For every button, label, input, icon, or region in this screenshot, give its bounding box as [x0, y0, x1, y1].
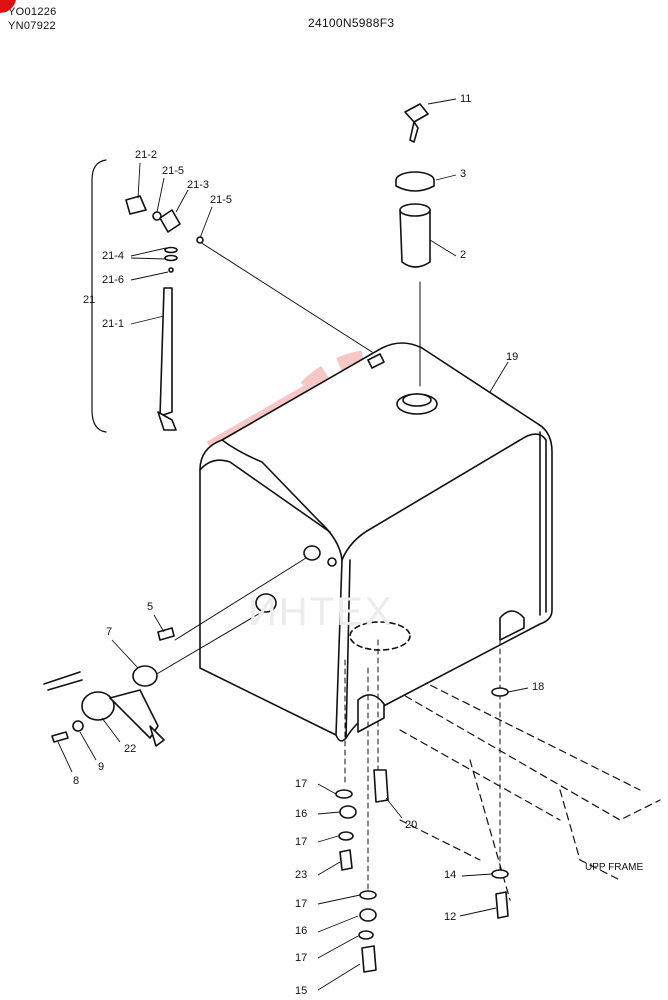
callout-2: 2: [460, 249, 467, 261]
side-port-upper: [303, 545, 321, 561]
callout-12: 12: [444, 911, 457, 923]
assembly-lines: [154, 241, 501, 891]
callout-23: 23: [295, 869, 308, 881]
model-code-2: YN07922: [8, 20, 56, 32]
top-bracket: [367, 353, 385, 369]
callout-21-1: 21-1: [102, 318, 125, 330]
plug: [157, 627, 175, 641]
callout-14: 14: [444, 869, 457, 881]
callout-9: 9: [98, 761, 105, 773]
tank-edges: [199, 431, 547, 739]
strainer: [399, 203, 431, 268]
callout-17-c: 17: [295, 898, 308, 910]
mounting-foot-front: [357, 694, 385, 733]
callout-17-b: 17: [295, 836, 308, 848]
callout-leaders: [57, 98, 529, 991]
callout-3: 3: [460, 168, 467, 180]
callout-21-3: 21-3: [187, 179, 210, 191]
filler-neck: [396, 393, 438, 415]
sender-unit: [43, 671, 165, 747]
callout-11: 11: [460, 93, 472, 105]
callout-21-4: 21-4: [102, 250, 125, 262]
drain-hardware: [335, 687, 509, 973]
callout-15: 15: [295, 985, 308, 997]
callout-21: 21: [83, 294, 96, 306]
drawing-number: 24100N5988F3: [308, 16, 395, 30]
bolt-8: [51, 731, 69, 743]
fuel-tank: [199, 342, 553, 742]
callout-7: 7: [106, 626, 113, 638]
callout-21-2: 21-2: [135, 149, 158, 161]
filler-cap: [395, 171, 435, 192]
callout-22: 22: [124, 743, 137, 755]
callout-8: 8: [73, 775, 80, 787]
gasket: [132, 665, 158, 687]
group-21-bracket: [91, 159, 107, 433]
sender-port: [255, 593, 277, 613]
level-gauge-parts: [125, 195, 204, 431]
corner-stamp: [0, 0, 16, 13]
model-code-1: YO01226: [8, 6, 57, 18]
upper-frame-label: UPP FRAME: [585, 862, 644, 873]
callout-19: 19: [506, 351, 519, 363]
watermark-text: ИНТЕХ: [248, 590, 394, 634]
drain-area: [349, 621, 411, 651]
callout-21-5-lower: 21-5: [210, 194, 233, 206]
key: [404, 103, 429, 143]
mounting-foot-rear: [499, 610, 525, 641]
callout-5: 5: [147, 601, 154, 613]
callout-20: 20: [405, 819, 418, 831]
callout-16-b: 16: [295, 925, 308, 937]
washer-9: [72, 720, 84, 732]
callout-21-6: 21-6: [102, 274, 125, 286]
callout-21-5-upper: 21-5: [162, 165, 185, 177]
callout-18: 18: [532, 681, 545, 693]
side-port-small: [327, 557, 337, 567]
callout-16-a: 16: [295, 808, 308, 820]
callout-17-a: 17: [295, 778, 308, 790]
callout-17-d: 17: [295, 952, 308, 964]
